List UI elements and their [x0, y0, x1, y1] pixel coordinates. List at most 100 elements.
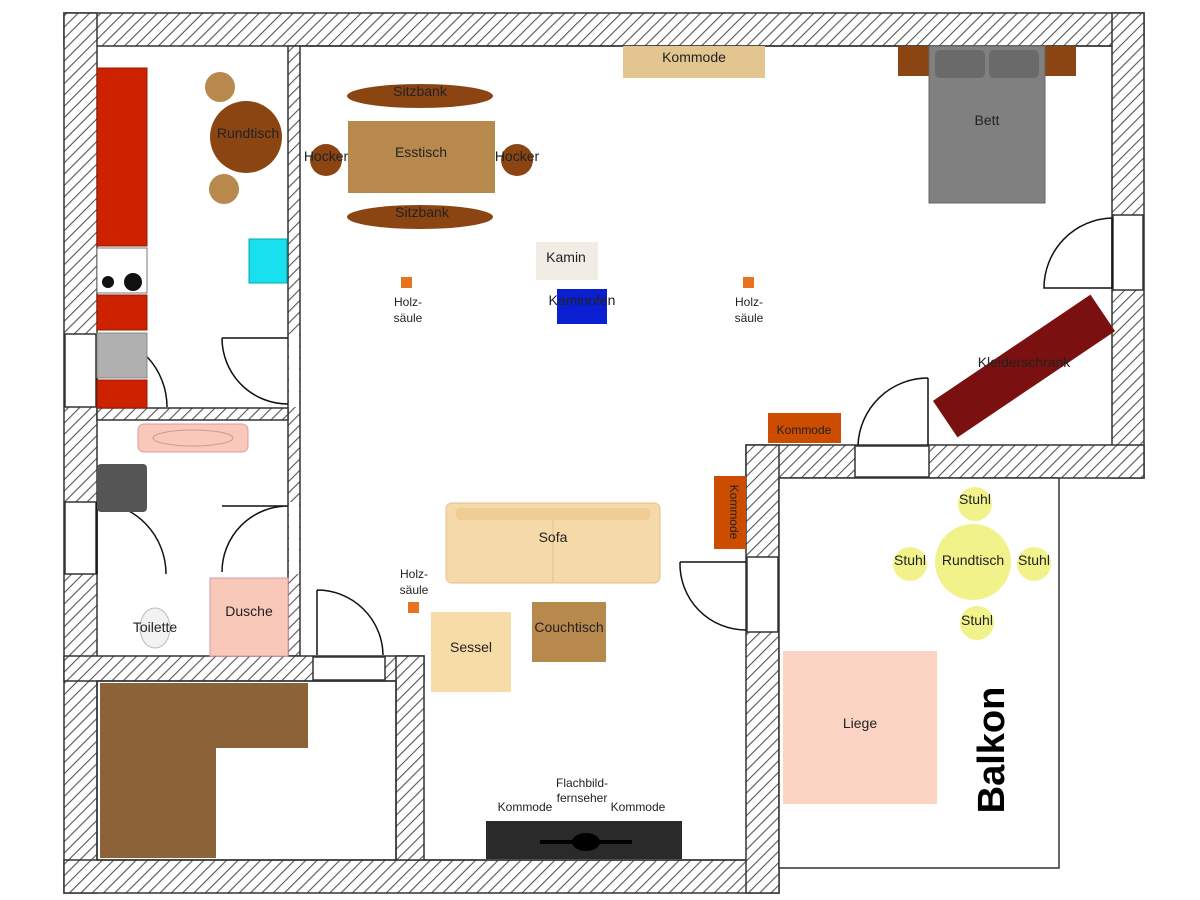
bench-top-label: Sitzbank [393, 83, 448, 99]
wall-top [63, 12, 1145, 47]
sofa-label: Sofa [539, 529, 568, 545]
fridge [248, 238, 288, 284]
stool-left-label: Hocker [304, 148, 349, 164]
office-area [96, 680, 397, 861]
door-balcony[interactable] [679, 561, 747, 631]
stool-right-label: Hocker [495, 148, 540, 164]
door-bath[interactable] [96, 501, 167, 575]
chair-right [1017, 547, 1051, 581]
pillow-left [935, 50, 985, 78]
chair-right-label: Stuhl [1018, 552, 1050, 568]
stove-label: Kaminofen [549, 292, 616, 308]
stool-left [310, 144, 342, 176]
toilet-label: Toilette [133, 619, 178, 635]
pillar-2-label-a: Holz- [735, 295, 763, 309]
bedroom: Bett Kleiderschrank Kommode [768, 45, 1116, 443]
shower-label: Dusche [225, 603, 273, 619]
bathroom: Dusche Toilette [97, 423, 289, 657]
chair-left [893, 547, 927, 581]
pillar-1-label-b: säule [394, 311, 423, 325]
corner-desk [100, 683, 308, 858]
chair-left-label: Stuhl [894, 552, 926, 568]
living-area: Kommode Sofa Sessel Couchtisch Flachbild… [431, 476, 746, 859]
bathroom-sink-cabinet [137, 423, 249, 453]
dresser-vertical-label: Kommode [727, 485, 741, 540]
kitchen-round-table-label: Rundtisch [217, 125, 279, 141]
dresser-vertical [714, 476, 746, 549]
dresser-bedroom [768, 413, 841, 443]
tv [572, 833, 600, 851]
dresser-top-label: Kommode [662, 49, 726, 65]
pillar-3 [408, 602, 419, 613]
pillar-2 [743, 277, 754, 288]
wall-office-right [395, 655, 425, 861]
pillar-1-label-a: Holz- [394, 295, 422, 309]
door-bedroom[interactable] [857, 377, 929, 446]
armchair-label: Sessel [450, 639, 492, 655]
door-bedroom-right[interactable] [1043, 217, 1113, 289]
balcony-title: Balkon [971, 687, 1013, 814]
bench-bottom [347, 205, 493, 229]
kitchen-round-table [210, 101, 282, 173]
bench-top [347, 84, 493, 108]
balcony-round-table-label: Rundtisch [942, 552, 1004, 568]
bed-label: Bett [975, 112, 1000, 128]
kitchen-chair-top [205, 72, 235, 102]
door-frames [64, 214, 1144, 681]
armchair [431, 612, 511, 692]
fireplace-area: Kamin Kaminofen Holz- säule Holz- säule … [394, 242, 764, 613]
washbasin [152, 429, 234, 447]
bench-bottom-label: Sitzbank [395, 204, 450, 220]
door-bath-inner[interactable] [221, 505, 289, 573]
shower [209, 577, 289, 657]
lounger [783, 651, 937, 804]
pillow-right [989, 50, 1039, 78]
chair-bottom [960, 606, 994, 640]
kitchen-counter [96, 67, 148, 247]
wall-bottom [63, 859, 780, 894]
fireplace-label: Kamin [546, 249, 586, 265]
kitchen-cabinet-lower [96, 379, 148, 409]
toilet [139, 607, 171, 649]
stove [557, 289, 607, 324]
wall-balcony-top [745, 444, 1145, 479]
coffee-table [532, 602, 606, 662]
wardrobe [932, 294, 1116, 438]
door-gaps [65, 215, 1143, 680]
fireplace [536, 242, 598, 280]
dresser-top [623, 46, 765, 78]
tv-dresser-right-label: Kommode [611, 800, 666, 814]
dishwasher [96, 332, 148, 379]
balcony: Rundtisch Stuhl Stuhl Stuhl Stuhl Liege … [783, 487, 1051, 813]
chair-top [958, 487, 992, 521]
door-office[interactable] [316, 589, 384, 656]
balcony-round-table [935, 524, 1011, 600]
pillar-3-label-a: Holz- [400, 567, 428, 581]
pillar-2-label-b: säule [735, 311, 764, 325]
hob-burner-small [102, 276, 114, 288]
sofa-backrest [456, 508, 650, 520]
dining-area: Kommode Sitzbank Esstisch Sitzbank Hocke… [304, 46, 765, 229]
kitchen-chair-bottom [209, 174, 239, 204]
kitchen: Rundtisch [96, 67, 288, 409]
wall-balcony-left [745, 444, 780, 894]
pillar-1 [401, 277, 412, 288]
dresser-bedroom-label: Kommode [777, 423, 832, 437]
wall-kitchen-bottom [96, 407, 289, 421]
stool-right [501, 144, 533, 176]
tv-dresser-left-label: Kommode [498, 800, 553, 814]
tv-label-b: fernseher [557, 791, 608, 805]
wall-left [63, 12, 98, 894]
tv-label-a: Flachbild- [556, 776, 608, 790]
pillar-3-label-b: säule [400, 583, 429, 597]
door-kitchen-inner[interactable] [221, 337, 289, 405]
wardrobe-label: Kleiderschrank [978, 354, 1072, 370]
dining-table-label: Esstisch [395, 144, 447, 160]
chair-bottom-label: Stuhl [961, 612, 993, 628]
coffee-table-label: Couchtisch [534, 619, 603, 635]
kitchen-cabinet [96, 294, 148, 331]
washing-machine [97, 464, 147, 512]
lounger-label: Liege [843, 715, 877, 731]
dining-table [348, 121, 495, 193]
